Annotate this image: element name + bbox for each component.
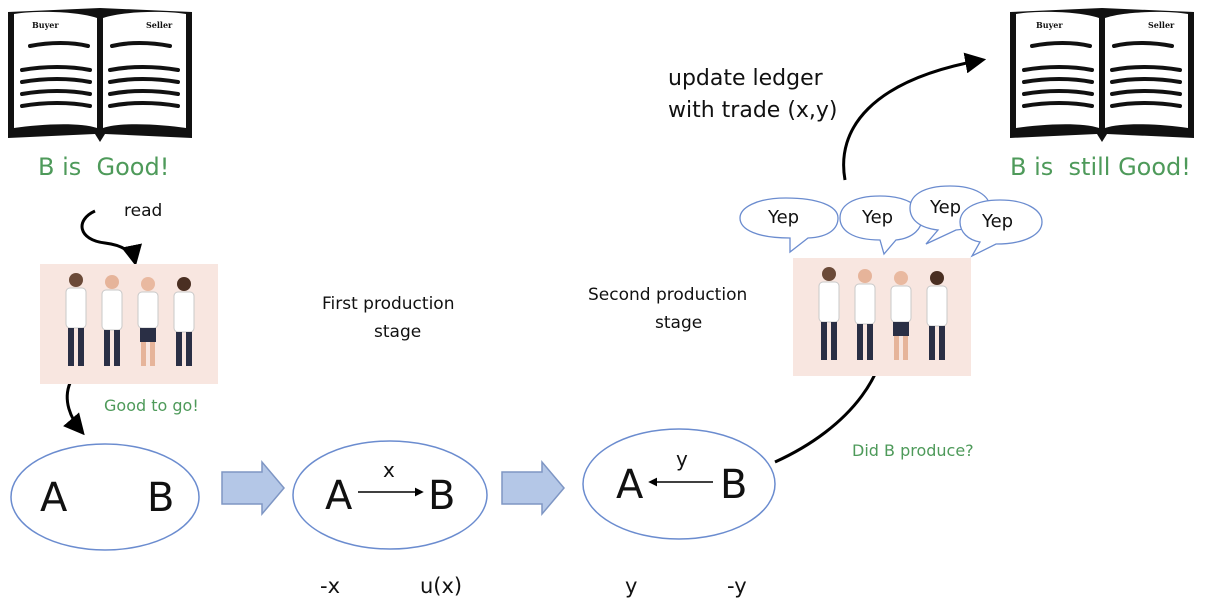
ellipse-2-party-a: A [325, 473, 353, 519]
block-arrow-1 [221, 459, 285, 517]
scientists-group-left [40, 264, 218, 384]
ledger-right-status: B is still Good! [1010, 153, 1191, 181]
ellipse-1-party-b: B [147, 475, 175, 521]
scientist-figure [926, 271, 948, 360]
payoff-stage2-a: y [625, 574, 638, 598]
ledger-left-seller-label: Seller [146, 20, 173, 30]
update-ledger-arrow [842, 52, 987, 181]
speech-bubble-text: Yep [768, 207, 800, 228]
payoff-stage1-a: -x [320, 574, 341, 598]
second-stage-label-line2: stage [655, 313, 703, 333]
payoff-stage1-b: u(x) [420, 574, 463, 598]
ellipse-initial [10, 443, 200, 551]
first-stage-label-line1: First production [322, 294, 455, 314]
ledger-right-seller-label: Seller [1148, 20, 1175, 30]
speech-bubble-text: Yep [862, 207, 894, 228]
ellipse-2-arrow-label: x [383, 458, 395, 482]
speech-bubble-text: Yep [930, 197, 962, 218]
scientist-figure [818, 267, 840, 360]
update-ledger-line2: with trade (x,y) [668, 98, 838, 123]
scientist-figure [101, 275, 123, 366]
ellipse-3-arrow-label: y [676, 447, 688, 471]
scientists-group-right [793, 258, 971, 376]
ellipse-first-stage [292, 440, 488, 550]
second-stage-label-line1: Second production [588, 285, 748, 305]
ledger-book-right [1010, 8, 1194, 142]
ledger-left-status: B is Good! [38, 153, 170, 181]
ledger-left-buyer-label: Buyer [32, 20, 59, 30]
scientist-figure [173, 277, 195, 366]
good-to-go-arrow [63, 382, 85, 436]
ledger-right-buyer-label: Buyer [1036, 20, 1063, 30]
ledger-book-left [8, 8, 192, 142]
ellipse-second-stage [582, 428, 776, 540]
good-to-go-label: Good to go! [104, 396, 199, 415]
ellipse-3-party-b: B [720, 462, 748, 508]
block-arrow-2 [501, 459, 565, 517]
read-arrow [80, 209, 142, 267]
scientist-figure [890, 271, 912, 360]
speech-bubble-text: Yep [982, 211, 1014, 232]
scientist-figure [65, 273, 87, 366]
first-stage-label-line2: stage [374, 322, 422, 342]
ellipse-1-party-a: A [40, 475, 68, 521]
did-b-produce-label: Did B produce? [852, 441, 974, 460]
payoff-stage2-b: -y [727, 574, 747, 598]
update-ledger-line1: update ledger [668, 66, 823, 91]
scientist-figure [137, 277, 159, 366]
ellipse-3-party-a: A [616, 462, 644, 508]
scientist-figure [854, 269, 876, 360]
speech-bubble-shapes [739, 185, 1043, 258]
read-label: read [124, 201, 163, 221]
ellipse-2-party-b: B [428, 473, 456, 519]
